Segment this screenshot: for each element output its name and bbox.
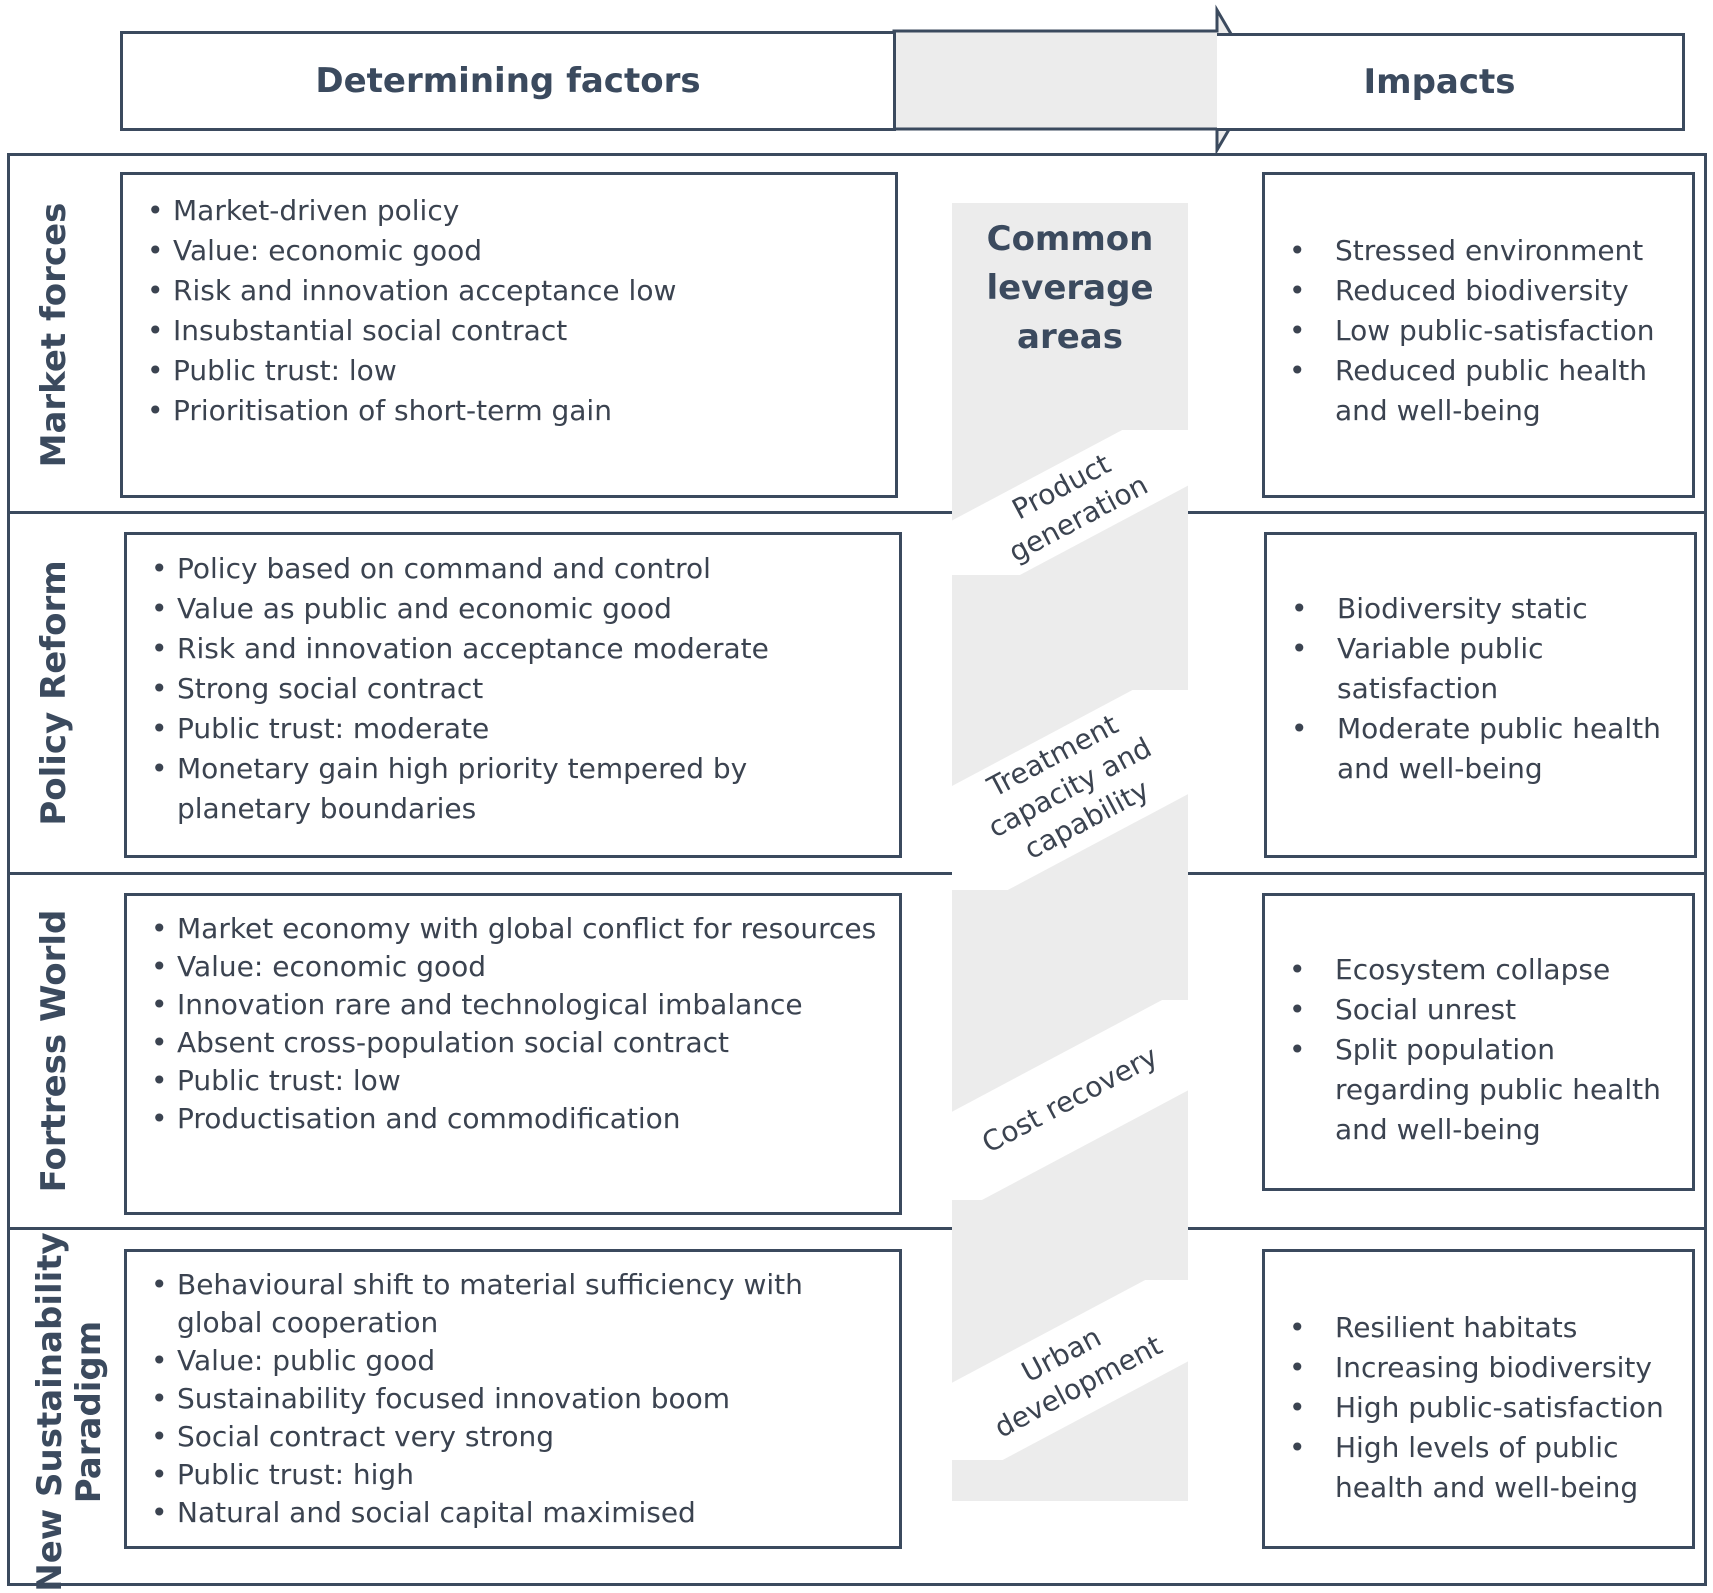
list-item: Increasing biodiversity [1265,1348,1678,1388]
list-item: Ecosystem collapse [1265,950,1674,990]
impacts-box-market-forces: Stressed environment Reduced biodiversit… [1262,172,1695,498]
impacts-list: Resilient habitats Increasing biodiversi… [1265,1308,1678,1508]
determining-factors-title: Determining factors [315,61,701,101]
factors-list: Market-driven policy Value: economic goo… [147,191,895,431]
list-item: Stressed environment [1265,231,1672,271]
arrow-shape [892,4,1260,156]
list-item: Productisation and commodification [151,1100,879,1138]
list-item: Reduced public health and well-being [1265,351,1672,431]
list-item: Strong social contract [151,669,879,709]
list-item: Market economy with global conflict for … [151,910,879,948]
impacts-title: Impacts [1363,62,1516,102]
list-item: Market-driven policy [147,191,895,231]
row-divider-2 [7,872,1707,875]
list-item: Monetary gain high priority tempered by … [151,749,879,829]
list-item: Moderate public health and well-being [1267,709,1680,789]
leverage-area-urban-development: Urban development [952,1280,1188,1460]
list-item: Value as public and economic good [151,589,879,629]
common-leverage-title: Common leverage areas [986,219,1154,357]
impacts-box-fortress-world: Ecosystem collapse Social unrest Split p… [1262,893,1695,1191]
factors-list: Behavioural shift to material sufficienc… [151,1266,879,1532]
row-divider-1 [7,511,1707,514]
factors-list: Policy based on command and control Valu… [151,549,879,829]
list-item: Public trust: high [151,1456,879,1494]
list-item: High public-satisfaction [1265,1388,1678,1428]
list-item: Innovation rare and technological imbala… [151,986,879,1024]
list-item: Behavioural shift to material sufficienc… [151,1266,879,1342]
impacts-list: Stressed environment Reduced biodiversit… [1265,231,1672,431]
list-item: Value: public good [151,1342,879,1380]
impacts-box-new-sustainability-paradigm: Resilient habitats Increasing biodiversi… [1262,1249,1695,1549]
factors-box-fortress-world: Market economy with global conflict for … [124,893,902,1215]
list-item: Reduced biodiversity [1265,271,1672,311]
list-item: Insubstantial social contract [147,311,895,351]
row-label-market-forces: Market forces [34,202,75,468]
impacts-box-policy-reform: Biodiversity static Variable public sati… [1264,532,1697,858]
list-item: Natural and social capital maximised [151,1494,879,1532]
factors-box-market-forces: Market-driven policy Value: economic goo… [120,172,898,498]
row-divider-3 [7,1227,1707,1230]
factors-box-policy-reform: Policy based on command and control Valu… [124,532,902,858]
list-item: Policy based on command and control [151,549,879,589]
list-item: Sustainability focused innovation boom [151,1380,879,1418]
factors-list: Market economy with global conflict for … [151,910,879,1138]
row-label-fortress-world: Fortress World [34,909,75,1193]
list-item: High levels of public health and well-be… [1265,1428,1678,1508]
leverage-area-treatment-capacity: Treatment capacity and capability [952,690,1188,890]
list-item: Biodiversity static [1267,589,1680,629]
list-item: Public trust: moderate [151,709,879,749]
list-item: Absent cross-population social contract [151,1024,879,1062]
list-item: Social unrest [1265,990,1674,1030]
impacts-list: Biodiversity static Variable public sati… [1267,589,1680,789]
list-item: Social contract very strong [151,1418,879,1456]
list-item: Value: economic good [151,948,879,986]
row-label-policy-reform: Policy Reform [34,560,75,826]
determining-factors-header: Determining factors [120,31,896,131]
leverage-area-cost-recovery: Cost recovery [952,1000,1188,1200]
list-item: Resilient habitats [1265,1308,1678,1348]
list-item: Value: economic good [147,231,895,271]
list-item: Risk and innovation acceptance low [147,271,895,311]
diagram-frame [7,153,1707,1586]
list-item: Low public-satisfaction [1265,311,1672,351]
list-item: Risk and innovation acceptance moderate [151,629,879,669]
row-label-new-sustainability-paradigm: New Sustainability Paradigm [29,1232,109,1592]
list-item: Prioritisation of short-term gain [147,391,895,431]
list-item: Split population regarding public health… [1265,1030,1674,1150]
impacts-header: Impacts [1217,33,1685,131]
list-item: Variable public satisfaction [1267,629,1680,709]
list-item: Public trust: low [151,1062,879,1100]
factors-box-new-sustainability-paradigm: Behavioural shift to material sufficienc… [124,1249,902,1549]
impacts-list: Ecosystem collapse Social unrest Split p… [1265,950,1674,1150]
leverage-area-product-generation: Product generation [952,430,1188,575]
list-item: Public trust: low [147,351,895,391]
